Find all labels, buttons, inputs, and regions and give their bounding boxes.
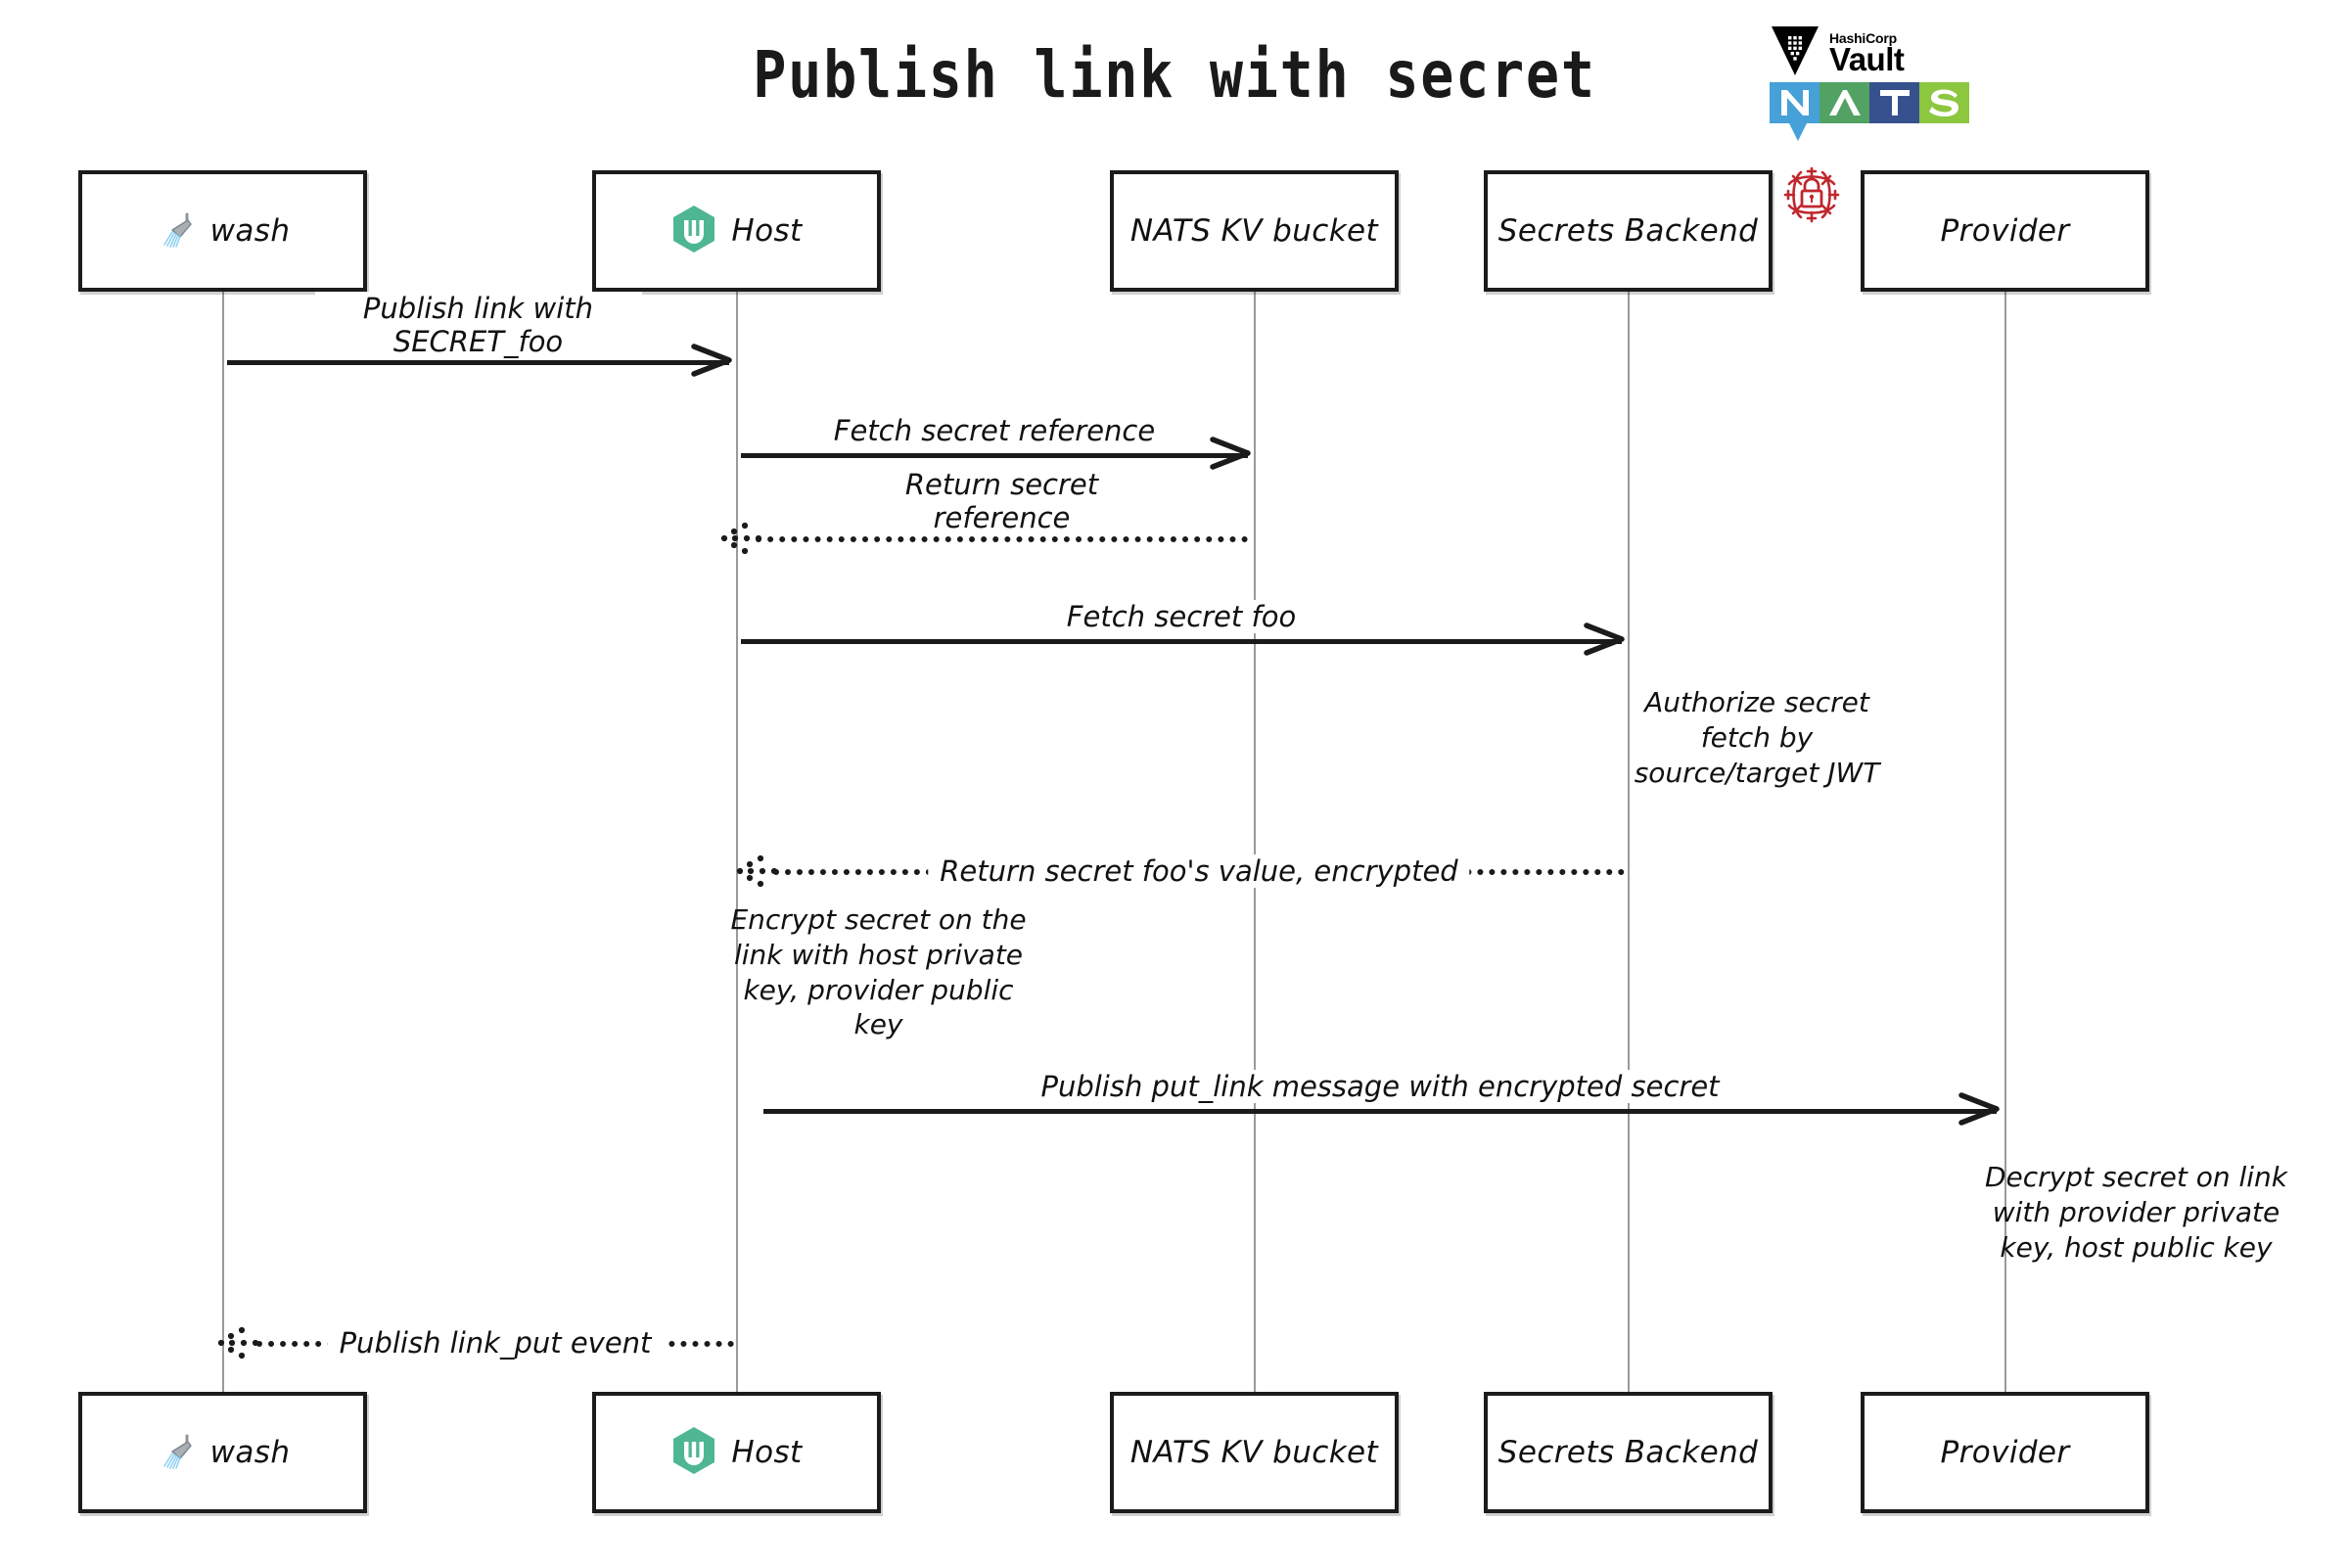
actor-box-natskv-bottom[interactable]: NATS KV bucket <box>1110 1392 1399 1513</box>
actor-label-provider-bottom: Provider <box>1940 1435 2070 1470</box>
note-authorize-secret-fetch: Authorize secret fetch by source/target … <box>1605 685 1909 790</box>
message-line <box>756 536 1248 542</box>
page-title: Publish link with secret <box>753 37 1596 113</box>
actor-label-host-top: Host <box>731 213 803 249</box>
lifeline-wash <box>222 291 224 1393</box>
wasmcloud-hexagon-icon <box>670 204 717 258</box>
arrowhead-right-icon <box>1575 621 1626 662</box>
actor-label-host-bottom: Host <box>731 1435 803 1470</box>
message-label-line2: reference <box>933 500 1071 534</box>
message-line <box>741 639 1622 644</box>
message-label: Publish put_link message with encrypted … <box>1029 1069 1731 1103</box>
note-line2: link with host private <box>733 938 1024 971</box>
message-label-line1: Publish link with <box>362 291 594 325</box>
message-label: Return secret reference <box>833 467 1171 534</box>
nats-speech-tail <box>1789 123 1807 141</box>
message-label-line1: Return secret <box>904 467 1099 501</box>
message-label: Fetch secret foo <box>1054 599 1309 633</box>
nats-letter-s <box>1919 82 1969 123</box>
wasmcloud-hexagon-icon <box>670 1425 717 1480</box>
actor-label-provider-top: Provider <box>1940 213 2070 249</box>
note-encrypt-secret-on-link: Encrypt secret on the link with host pri… <box>710 902 1047 1042</box>
actor-label-secrets-top: Secrets Backend <box>1497 213 1759 249</box>
note-line1: Encrypt secret on the <box>730 903 1027 936</box>
nats-letter-n <box>1770 82 1819 141</box>
vault-company-name: HashiCorp <box>1829 29 1897 46</box>
note-line3: source/target JWT <box>1634 756 1880 789</box>
note-decrypt-secret-on-link: Decrypt secret on link with provider pri… <box>1962 1160 2310 1265</box>
actor-label-natskv-top: NATS KV bucket <box>1129 213 1379 249</box>
note-line4: key <box>853 1008 903 1041</box>
message-label: Fetch secret reference <box>821 413 1168 447</box>
note-line2: with provider private <box>1992 1195 2280 1228</box>
message-label: Return secret foo's value, encrypted <box>928 853 1470 888</box>
arrowhead-left-dotted-icon <box>215 1320 270 1369</box>
actor-box-provider-top[interactable]: Provider <box>1861 170 2149 292</box>
arrowhead-right-icon <box>682 342 733 383</box>
message-label-line2: SECRET_foo <box>392 324 564 358</box>
lifeline-host <box>736 291 738 1393</box>
arrowhead-left-dotted-icon <box>718 516 773 565</box>
nats-letter-t <box>1869 82 1919 123</box>
arrowhead-right-icon <box>1950 1090 2001 1131</box>
vault-logo: HashiCorp Vault <box>1770 26 2004 78</box>
note-line1: Authorize secret <box>1644 686 1869 718</box>
actor-label-natskv-bottom: NATS KV bucket <box>1129 1435 1379 1470</box>
vault-product-name: Vault <box>1829 40 1905 77</box>
actor-box-provider-bottom[interactable]: Provider <box>1861 1392 2149 1513</box>
message-label: Publish link with SECRET_foo <box>314 291 642 358</box>
actor-box-wash-bottom[interactable]: wash <box>78 1392 367 1513</box>
logo-stack: HashiCorp Vault <box>1770 26 2004 141</box>
message-line <box>741 453 1248 458</box>
actor-label-secrets-bottom: Secrets Backend <box>1497 1435 1759 1470</box>
lifeline-provider <box>2004 291 2006 1393</box>
secure-lock-icon <box>1781 164 1842 225</box>
message-line <box>763 1109 1997 1114</box>
nats-logo <box>1770 82 2004 141</box>
arrowhead-right-icon <box>1201 435 1252 476</box>
vault-wordmark: HashiCorp Vault <box>1829 29 1905 77</box>
note-line3: key, host public key <box>2000 1230 2273 1264</box>
actor-box-secrets-bottom[interactable]: Secrets Backend <box>1484 1392 1773 1513</box>
lifeline-secrets <box>1628 291 1630 1393</box>
nats-letter-a <box>1819 82 1869 123</box>
arrowhead-left-dotted-icon <box>734 849 789 898</box>
message-label: Publish link_put event <box>327 1325 664 1360</box>
vault-logo-icon <box>1770 23 1820 82</box>
actor-box-host-bottom[interactable]: Host <box>592 1392 881 1513</box>
actor-box-secrets-top[interactable]: Secrets Backend <box>1484 170 1773 292</box>
lifeline-natskv <box>1254 291 1256 1393</box>
note-line3: key, provider public <box>743 973 1014 1006</box>
message-line <box>227 360 729 365</box>
shower-emoji-icon <box>156 208 197 254</box>
actor-box-wash-top[interactable]: wash <box>78 170 367 292</box>
note-line2: fetch by <box>1700 720 1814 754</box>
shower-emoji-icon <box>156 1430 197 1475</box>
actor-box-natskv-top[interactable]: NATS KV bucket <box>1110 170 1399 292</box>
actor-box-host-top[interactable]: Host <box>592 170 881 292</box>
note-line1: Decrypt secret on link <box>1984 1161 2288 1193</box>
actor-label-wash-bottom: wash <box>209 1435 291 1470</box>
actor-label-wash-top: wash <box>209 213 291 249</box>
